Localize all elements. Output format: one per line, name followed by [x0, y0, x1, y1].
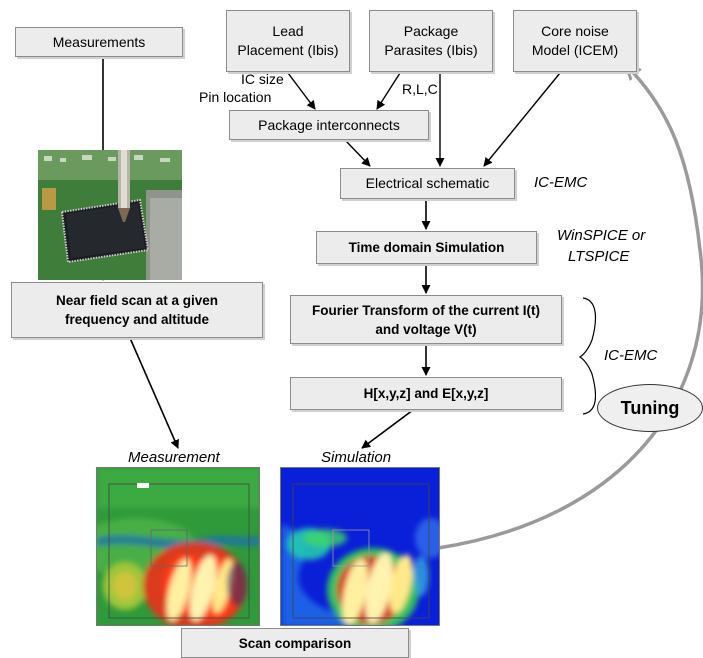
arrow-corenoise-to-schematic [483, 72, 561, 167]
near-field-scan-box: Near field scan at a given frequency and… [11, 282, 263, 338]
h-e-field-box: H[x,y,z] and E[x,y,z] [290, 377, 562, 410]
tuning-feedback-arrow [437, 66, 703, 550]
fourier-transform-box: Fourier Transform of the current I(t) an… [290, 295, 562, 344]
electrical-schematic-box: Electrical schematic [340, 168, 515, 199]
arrow-nearfield-to-measurement [129, 337, 179, 449]
label-pin-location: Pin location [199, 89, 272, 105]
arrow-hxyz-to-simulation [361, 409, 414, 449]
arrow-parasites-to-interconnects [376, 72, 401, 110]
measurements-box: Measurements [15, 27, 183, 57]
simulation-map [280, 467, 440, 626]
scan-comparison-box: Scan comparison [181, 628, 409, 658]
label-winspice: WinSPICE or [557, 227, 646, 244]
tuning-ellipse: Tuning [597, 384, 703, 432]
package-interconnects-box: Package interconnects [229, 110, 429, 140]
label-ic-emc-bracket: IC-EMC [604, 347, 658, 364]
lead-placement-box: Lead Placement (Ibis) [226, 10, 350, 72]
arrow-interconnects-to-schematic [344, 139, 371, 167]
ic-emc-bracket [578, 297, 597, 415]
label-ic-size: IC size [241, 71, 284, 87]
measurement-map [96, 467, 260, 626]
label-measurement: Measurement [128, 449, 220, 466]
label-simulation: Simulation [321, 449, 392, 466]
tuning-label: Tuning [620, 397, 680, 418]
probe-photo [38, 150, 182, 280]
time-domain-simulation-box: Time domain Simulation [316, 231, 537, 264]
label-ltspice: LTSPICE [568, 248, 630, 265]
label-rlc: R,L,C [402, 81, 438, 97]
label-ic-emc-top: IC-EMC [534, 174, 588, 191]
package-parasites-box: Package Parasites (Ibis) [369, 10, 493, 72]
arrow-lead-to-interconnects [287, 72, 316, 110]
core-noise-box: Core noise Model (ICEM) [513, 10, 637, 72]
